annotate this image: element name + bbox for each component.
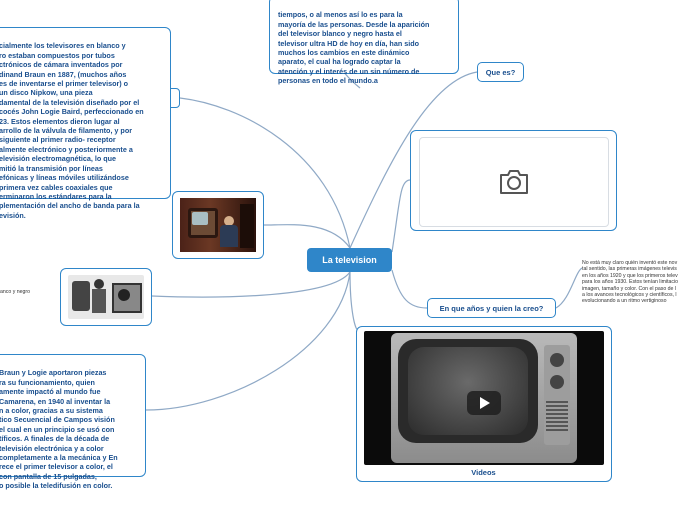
image-placeholder-inner	[419, 137, 609, 227]
video-node[interactable]: Videos	[356, 326, 612, 482]
topic-en-que-anos[interactable]: En que años y quien la creo?	[427, 298, 556, 318]
history-text: tiempos, o al menos así lo es para la ma…	[278, 10, 430, 86]
image-placeholder-node[interactable]	[410, 130, 617, 231]
origins-text: cialmente los televisores en blanco y ro…	[0, 41, 144, 220]
image-node-apparatus[interactable]	[60, 268, 152, 326]
origins-collapse-tab[interactable]	[170, 88, 180, 108]
color-tv-text-box: Braun y Logie aportaron piezas ra su fun…	[0, 354, 146, 490]
central-topic[interactable]: La television	[307, 248, 392, 272]
early-tv-apparatus-image	[68, 275, 144, 319]
image-node-viewer[interactable]	[172, 191, 264, 259]
vintage-viewer-image	[180, 198, 256, 252]
topic-que-es[interactable]: Que es?	[477, 62, 524, 82]
video-thumbnail[interactable]	[364, 331, 604, 465]
inventor-text: No está muy claro quién inventó este nov…	[582, 260, 679, 305]
video-caption: Videos	[471, 468, 496, 477]
origins-text-box: cialmente los televisores en blanco y ro…	[0, 27, 171, 220]
history-text-box: tiempos, o al menos así lo es para la ma…	[269, 0, 459, 85]
apparatus-caption-fragment: anco y negro	[0, 289, 30, 295]
color-tv-text: Braun y Logie aportaron piezas ra su fun…	[0, 368, 118, 491]
play-icon[interactable]	[467, 391, 501, 415]
camera-icon	[500, 170, 528, 194]
